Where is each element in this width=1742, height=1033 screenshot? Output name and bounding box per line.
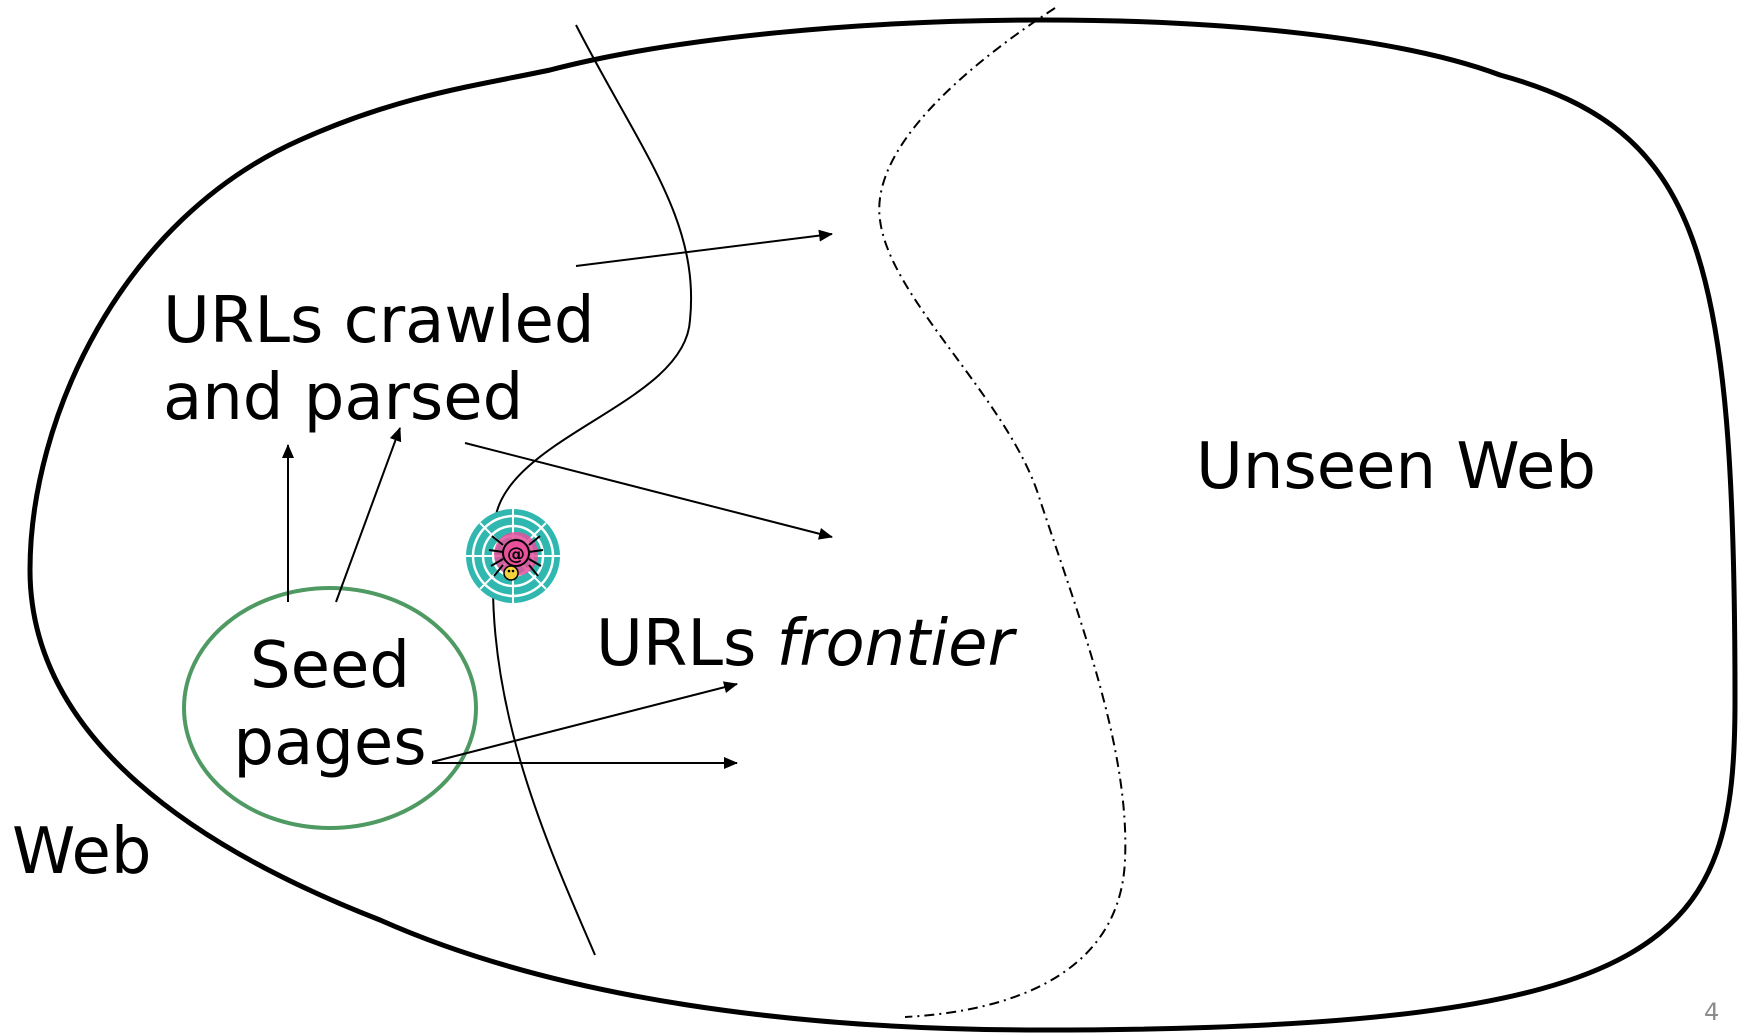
arrow-crawled-to-frontier [464,442,833,540]
urls-frontier-italic: frontier [776,607,1014,681]
seed-pages-line2: pages [233,706,427,780]
web-label: Web [12,815,152,889]
urls-frontier-label: URLs frontier [596,606,1014,683]
seed-pages-label: Seed pages [170,628,490,782]
urls-crawled-line2: and parsed [163,361,524,435]
urls-frontier-prefix: URLs [596,607,777,681]
seed-pages-line1: Seed [250,629,410,703]
arrow-crawled-to-unseen [575,229,833,267]
web-boundary [27,17,1738,1033]
spider-web-icon: @ [466,509,560,603]
frontier-boundary [878,7,1127,1018]
svg-text:@: @ [507,544,525,565]
urls-crawled-line1: URLs crawled [163,284,595,358]
page-number: 4 [1704,998,1720,1026]
unseen-web-label: Unseen Web [1196,430,1596,504]
arrow-seed-to-frontier-1 [431,681,738,763]
urls-crawled-label: URLs crawled and parsed [163,283,595,437]
arrow-seed-to-crawled-2 [335,427,402,603]
crawled-boundary [491,24,693,956]
seed-pages-circle [182,586,478,830]
